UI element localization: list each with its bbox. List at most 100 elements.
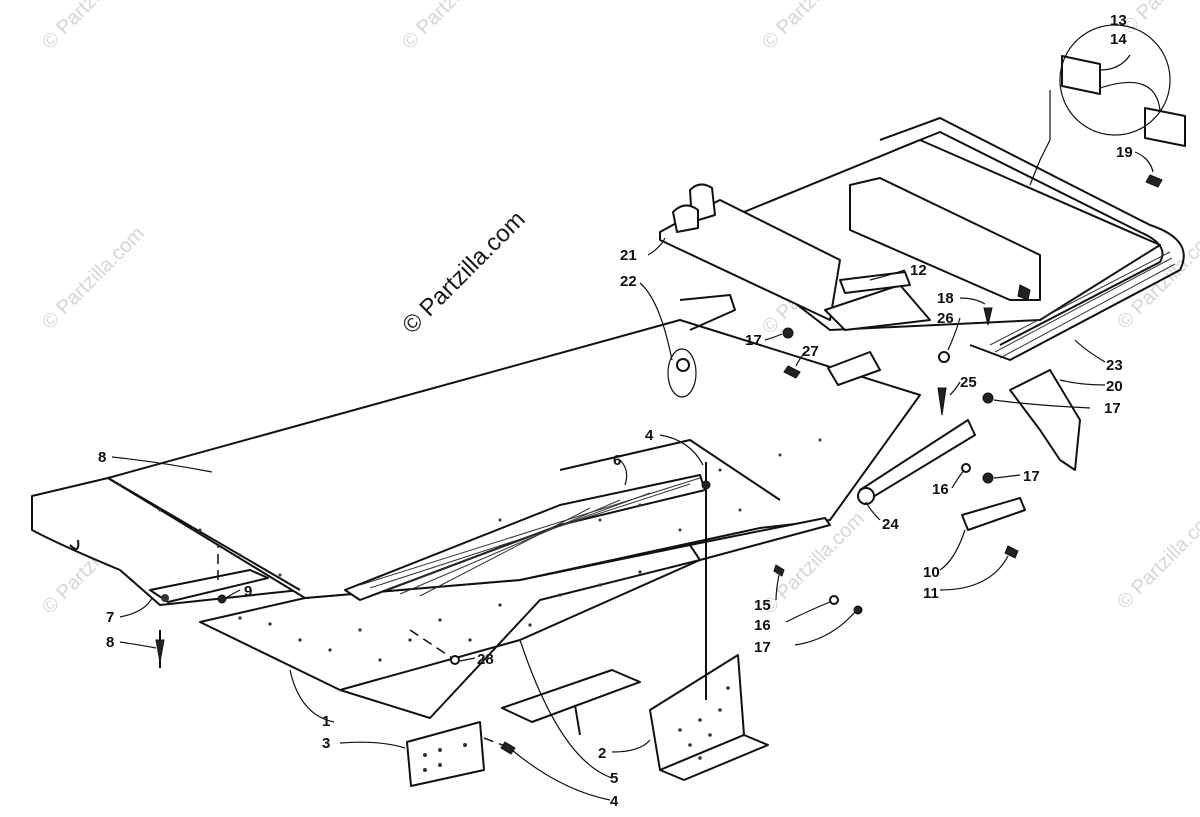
callout-8a: 8 (98, 449, 106, 466)
rivet-icon (688, 743, 692, 747)
leader-9 (225, 589, 241, 599)
callout-22: 22 (620, 273, 637, 290)
tunnel-crease (107, 477, 301, 591)
leader-21 (647, 237, 666, 256)
bolt-icon (500, 741, 516, 755)
rivet-icon (598, 583, 602, 587)
tunnel-upper-edge (679, 294, 736, 331)
watermark-faint-text: © Partzilla.com (398, 0, 509, 54)
hatch-line (384, 492, 651, 591)
leader-20 (1059, 379, 1106, 386)
bracket-holes (678, 686, 730, 760)
bolt-icon (937, 387, 947, 416)
leader-25 (949, 381, 961, 396)
decal-plate (1061, 55, 1101, 95)
leader-17d (794, 611, 856, 646)
rivet-icon (778, 453, 782, 457)
callout-3: 3 (322, 735, 330, 752)
leader-4a (659, 434, 704, 466)
callout-5: 5 (610, 770, 618, 787)
callout-17a: 17 (745, 332, 762, 349)
heel-pad-edge (574, 704, 581, 736)
leader-23 (1074, 339, 1106, 363)
callout-2: 2 (598, 745, 606, 762)
rivet-icon (161, 594, 169, 602)
bracket-tab-12 (839, 271, 911, 294)
decal-plate-2 (1144, 107, 1186, 147)
rivet-icon (498, 603, 502, 607)
rivet-icon (818, 438, 822, 442)
callout-24: 24 (882, 516, 899, 533)
nut-icon (982, 392, 994, 404)
callout-6: 6 (613, 452, 621, 469)
callout-15: 15 (754, 597, 771, 614)
decal-outline-13 (1059, 24, 1171, 136)
rivet-icon (198, 528, 202, 532)
leader-24 (865, 501, 881, 521)
backing-plate (406, 721, 485, 787)
rivet-icon (438, 748, 442, 752)
leader-17a (764, 333, 783, 341)
hatch-line (994, 257, 1173, 353)
callout-14: 14 (1110, 31, 1127, 48)
nut-icon (829, 595, 839, 605)
tunnel-side-lip (689, 517, 831, 561)
rivet-icon (638, 503, 642, 507)
rivet-icon (463, 743, 467, 747)
rivet-icon (278, 573, 282, 577)
callout-8b: 8 (106, 634, 114, 651)
nut-icon (853, 605, 863, 615)
bumper-hatching (989, 251, 1176, 359)
leader-19 (1134, 151, 1154, 173)
callout-7: 7 (106, 609, 114, 626)
hatch-line (399, 499, 621, 595)
leader-8a (111, 456, 213, 473)
rivet-icon (438, 763, 442, 767)
leader-27 (795, 351, 806, 367)
heel-pad (501, 669, 641, 723)
side-rail-hatching (359, 477, 701, 597)
watermark-faint-text: © Partzilla.com (1113, 503, 1200, 614)
callout-16a: 16 (754, 617, 771, 634)
rivet-icon (238, 616, 242, 620)
rivet-icon (558, 593, 562, 597)
callout-12: 12 (910, 262, 927, 279)
tunnel-rivets (118, 438, 822, 577)
rivet-icon (698, 718, 702, 722)
rivet-icon (468, 638, 472, 642)
leader-12 (869, 269, 906, 281)
rivet-icon (678, 728, 682, 732)
tail-light-bracket (961, 497, 1026, 531)
nut-icon (217, 594, 227, 604)
callout-17b: 17 (1104, 400, 1121, 417)
tread-panel-notch (69, 539, 80, 550)
watermark-faint-text: © Partzilla.com (38, 223, 149, 334)
assembly-line-28 (409, 629, 453, 659)
leader-2 (611, 739, 651, 753)
rivet-icon (118, 483, 122, 487)
callout-9: 9 (244, 583, 252, 600)
callout-27: 27 (802, 343, 819, 360)
leader-11 (939, 555, 1009, 591)
leader-1 (289, 669, 335, 723)
leader-16a (785, 601, 831, 623)
callout-17d: 17 (754, 639, 771, 656)
watermark-main-text: © Partzilla.com (397, 206, 530, 339)
rear-flap (1009, 369, 1081, 471)
leader-15 (775, 574, 780, 601)
leader-28 (459, 657, 476, 662)
assembly-line-4-lower (483, 737, 506, 747)
rivet-icon (298, 638, 302, 642)
leader-26 (947, 317, 961, 351)
bolt-icon (773, 564, 785, 577)
bumper-loop-inner (894, 131, 1164, 346)
rivet-icon (268, 622, 272, 626)
leader-13 (1099, 54, 1131, 71)
leader-lines (111, 24, 1171, 801)
callout-4a: 4 (645, 427, 654, 444)
decal-leader (1029, 90, 1051, 186)
serrated-bracket (824, 284, 931, 331)
lower-corner-bracket-foot (659, 734, 769, 781)
rivet-icon (498, 518, 502, 522)
